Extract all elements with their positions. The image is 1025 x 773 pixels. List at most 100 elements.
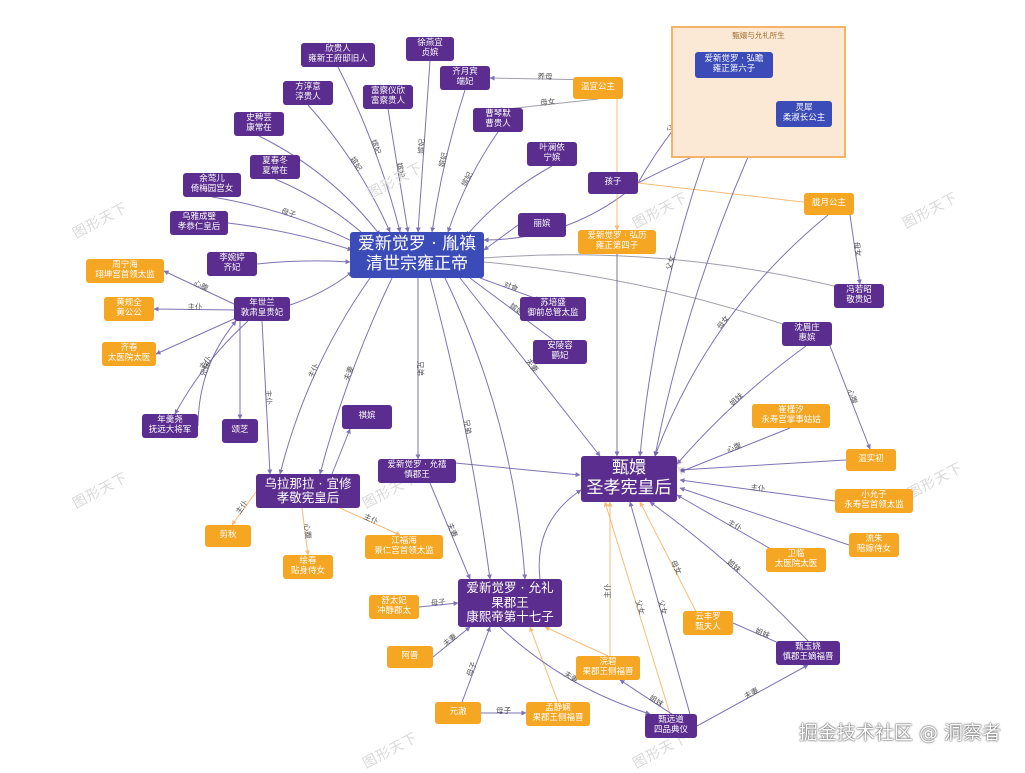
node-shimoyun[interactable]: 史稗芸康常在: [234, 112, 284, 136]
edge-label: 主仆: [306, 361, 322, 379]
node-liwanfang[interactable]: 李婉婷齐妃: [207, 252, 257, 276]
node-weilin[interactable]: 卫临太医院太医: [766, 548, 826, 572]
node-zhenhuan[interactable]: 甄嬛 圣孝宪皇后: [581, 456, 677, 502]
node-shutaifei[interactable]: 舒太妃冲静郡太: [369, 595, 419, 619]
edge-line: [227, 222, 353, 252]
node-sublabel: 敦肃皇贵妃: [240, 308, 284, 318]
node-yunxi[interactable]: 爱新觉罗 · 允禧慎郡王: [378, 459, 456, 483]
node-label: 崔槿汐: [778, 405, 804, 416]
node-sublabel: 慎郡王嫡福晋: [782, 652, 834, 662]
node-huisi[interactable]: 绘春贴身侍女: [283, 555, 333, 579]
node-label: 绘春: [299, 556, 317, 567]
edge-line: [261, 320, 273, 475]
node-label: 祺嫔: [358, 411, 376, 422]
node-shenmeizhuang[interactable]: 沈眉庄惠嫔: [782, 322, 832, 346]
node-label: 剪秋: [219, 530, 237, 541]
edge-line: [483, 182, 639, 243]
edge-line: [637, 182, 821, 206]
edge-line: [628, 501, 691, 715]
edge-line: [387, 108, 410, 233]
node-label: 浣碧: [599, 657, 617, 668]
node-longyue[interactable]: 胧月公主: [804, 193, 854, 215]
node-huanggongquan[interactable]: 黄规全黄公公: [104, 297, 154, 321]
node-wenyi[interactable]: 温宜公主: [573, 77, 623, 99]
edge-line: [339, 507, 401, 536]
node-caoqinmo[interactable]: 曹琴默曹贵人: [473, 108, 523, 132]
node-songzhi[interactable]: 颂芝: [222, 419, 258, 443]
node-zhouningwei[interactable]: 周宁海翊坤宫首领太监: [86, 259, 164, 283]
node-hongli[interactable]: 爱新觉罗 · 弘历雍正第四子: [578, 230, 656, 254]
edge-label: 嫔妃: [415, 138, 426, 154]
node-sublabel: 柔淑长公主: [782, 113, 826, 123]
node-cuijinxi[interactable]: 崔槿汐永寿宫掌事姑姑: [752, 404, 830, 428]
edge-line: [432, 626, 471, 658]
node-sublabel: 甄夫人: [695, 622, 721, 632]
edge-label: 父女: [663, 254, 676, 271]
edge-line: [331, 428, 351, 475]
node-label: 温宜公主: [580, 82, 615, 93]
node-label: 丽嫔: [533, 219, 551, 230]
edge-line: [337, 66, 402, 233]
node-label: 曹琴默: [485, 109, 511, 120]
node-qiyuebin[interactable]: 齐月宾端妃: [440, 66, 490, 90]
node-xinguiren[interactable]: 欣贵人雍新王府邸旧人: [301, 43, 375, 67]
edge-line: [211, 196, 361, 246]
node-aqin[interactable]: 阿晋: [387, 646, 433, 668]
node-fengruozhao[interactable]: 冯若昭敬贵妃: [834, 284, 884, 308]
node-yunhuanren[interactable]: 云丰罗甄夫人: [683, 611, 733, 635]
node-sublabel: 雍正第四子: [595, 241, 639, 251]
node-nianshilan[interactable]: 年世兰敦肃皇贵妃: [234, 297, 290, 321]
node-label: 乌雅成璧: [181, 212, 216, 223]
node-sublabel: 果郡王侧福晋: [532, 713, 584, 723]
children-group-box: 甄嬛与允礼所生: [671, 26, 846, 158]
node-anlingrong[interactable]: 安陵容鹂妃: [533, 340, 587, 364]
node-label: 灵犀: [795, 103, 813, 114]
node-xiaoyunzi[interactable]: 小允子永寿宫首领太监: [835, 489, 913, 513]
node-zhenyuandao[interactable]: 甄远道四品典仪: [645, 714, 697, 738]
node-liuzhu[interactable]: 流朱陪嫁侍女: [849, 533, 899, 557]
node-xiachundong[interactable]: 夏春冬夏常在: [250, 155, 300, 179]
node-mengjingxian[interactable]: 孟静娴果郡王侧福晋: [526, 702, 590, 726]
edge-label: 主仆: [233, 497, 250, 515]
node-yuanche[interactable]: 元澈: [435, 702, 481, 724]
edge-label: 姐妹: [727, 390, 745, 408]
edge-line: [153, 306, 237, 312]
node-lihuan[interactable]: 丽嫔: [518, 213, 566, 237]
node-zhenyuqiao[interactable]: 甄玉娆慎郡王嫡福晋: [776, 641, 840, 665]
edge-line: [454, 462, 581, 478]
node-huanbi[interactable]: 浣碧果郡王侧福晋: [576, 656, 640, 680]
edge-label: 嫔妃: [436, 151, 449, 168]
node-jianxi[interactable]: 剪秋: [205, 525, 251, 547]
node-sublabel: 淳贵人: [295, 92, 321, 102]
node-lingxi[interactable]: 灵犀 柔淑长公主: [776, 101, 832, 127]
edge-label: 嫔妃: [395, 162, 407, 179]
edge-line: [429, 482, 471, 580]
node-wenshichu[interactable]: 温实初: [846, 449, 896, 471]
node-label: 孩子: [604, 177, 622, 188]
node-yelan[interactable]: 叶澜依宁嫔: [527, 142, 577, 166]
node-xuyi[interactable]: 徐燕宜贞嫔: [406, 37, 454, 61]
node-sublabel: 鹂妃: [551, 351, 569, 361]
node-superor[interactable]: 苏培盛御前总管太监: [520, 297, 586, 321]
node-sublabel: 永寿宫掌事姑姑: [761, 415, 821, 425]
edge-label: 主仆: [264, 390, 275, 406]
node-yuyinger[interactable]: 余莺儿倚梅园宫女: [183, 173, 241, 197]
node-qijin[interactable]: 祺嫔: [342, 405, 392, 429]
node-yunli[interactable]: 爱新觉罗 · 允礼 果郡王 康熙帝第十七子: [458, 579, 562, 627]
edge-line: [499, 626, 651, 716]
node-fuchayi[interactable]: 富察仪欣富察贵人: [363, 85, 413, 109]
node-label: 年世兰: [249, 298, 275, 309]
node-yongzheng[interactable]: 爱新觉罗 · 胤禛 清世宗雍正帝: [350, 232, 484, 278]
edge-label: 心腹: [302, 523, 314, 540]
node-wuyacheng[interactable]: 乌雅成璧孝恭仁皇后: [170, 211, 228, 235]
node-label: 胧月公主: [811, 198, 846, 209]
edge-line: [289, 271, 353, 306]
node-qichun[interactable]: 齐春太医院太医: [102, 342, 156, 366]
node-fangchun[interactable]: 方淳意淳贵人: [283, 81, 333, 105]
node-hongzhan[interactable]: 爱新觉罗 · 弘瞻 雍正第六子: [695, 52, 773, 78]
node-haizi[interactable]: 孩子: [588, 172, 638, 194]
node-jiangfuhai[interactable]: 江福海景仁宫首领太监: [365, 535, 443, 559]
node-nianengyao[interactable]: 年羹尧抚远大将军: [142, 414, 198, 438]
node-yixiu[interactable]: 乌拉那拉 · 宜修 孝敬宪皇后: [256, 474, 360, 508]
edge-line: [538, 489, 582, 580]
